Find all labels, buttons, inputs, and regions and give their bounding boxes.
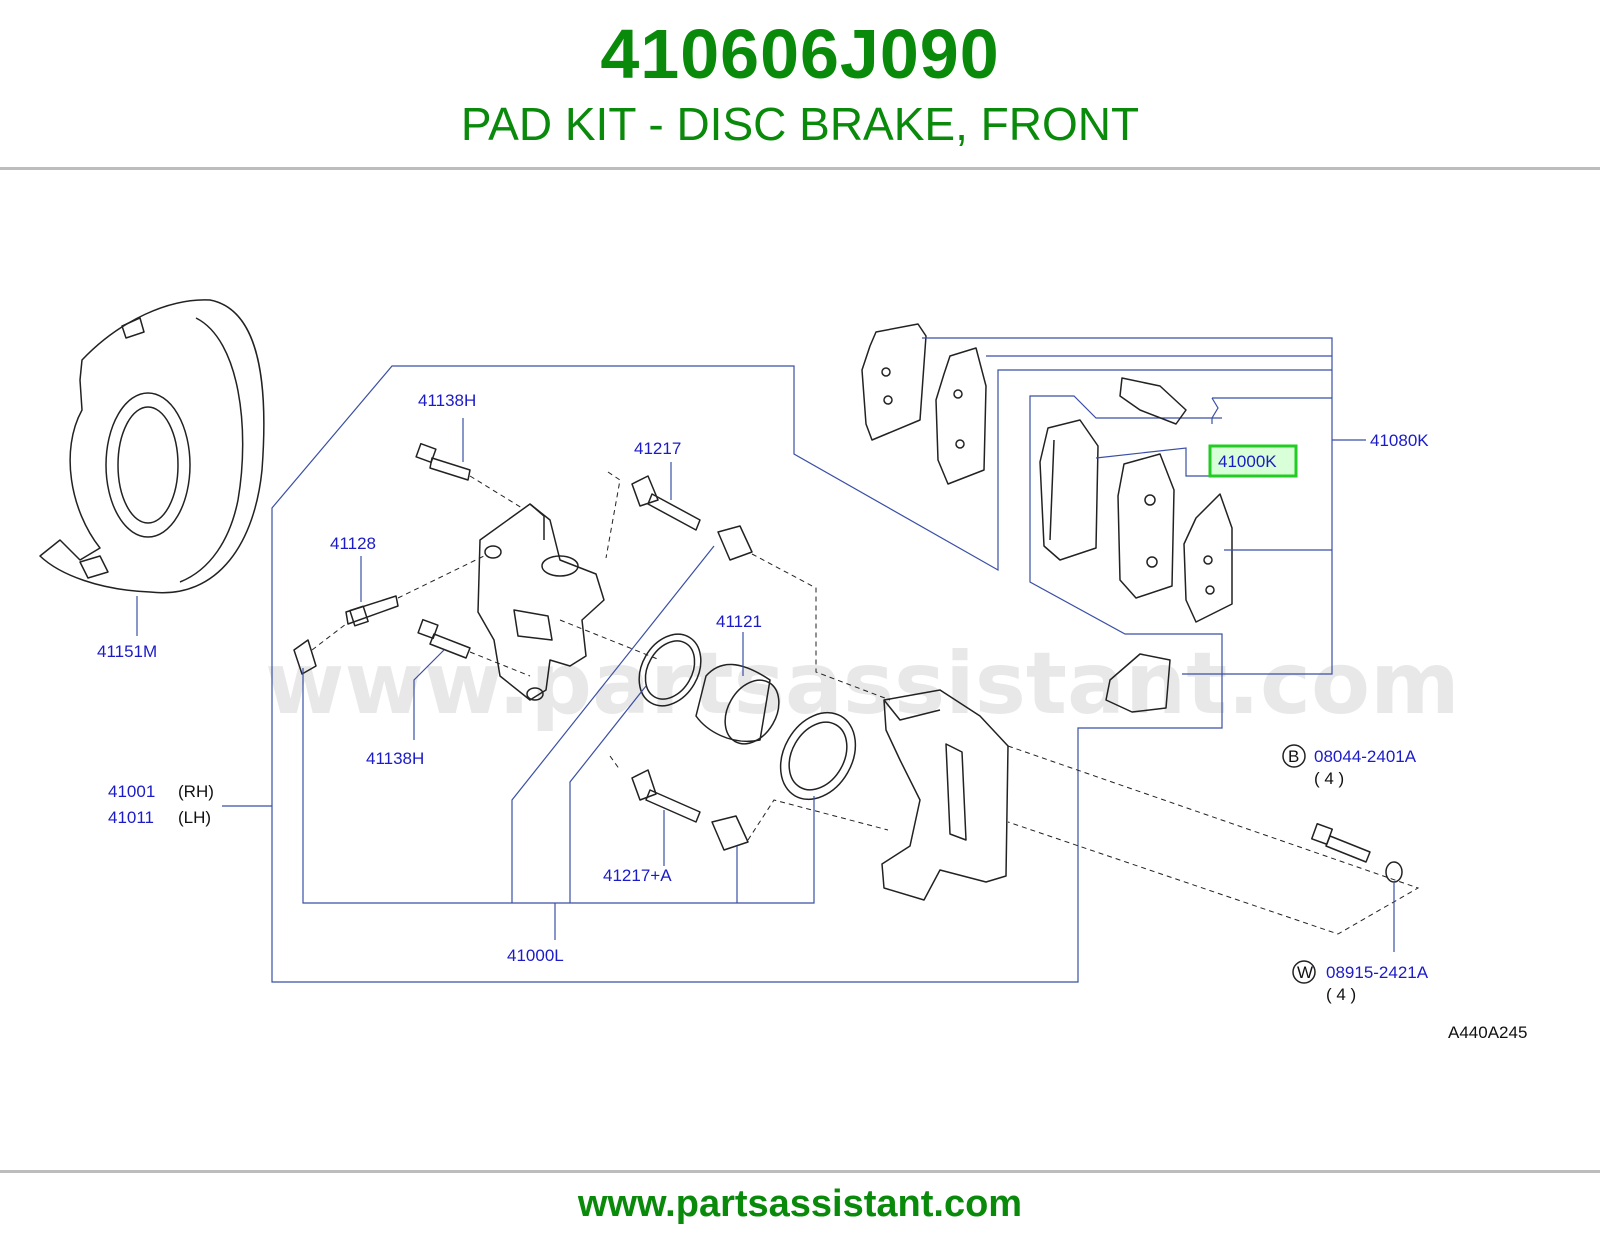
label-41128[interactable]: 41128	[330, 534, 376, 553]
label-41217[interactable]: 41217	[634, 439, 681, 458]
bolt-08044-drawing	[1310, 822, 1371, 863]
guide-pin-41217A-drawing	[631, 769, 701, 823]
bleeder-41128-drawing	[345, 595, 399, 627]
caliper-body-drawing	[477, 503, 605, 701]
bleeder-cap-drawing	[293, 639, 317, 675]
label-41000L[interactable]: 41000L	[507, 946, 564, 965]
washer-symbol-circle	[1292, 960, 1316, 984]
label-41000K[interactable]: 41000K	[1218, 452, 1277, 471]
footer-divider	[0, 1170, 1600, 1173]
label-08044-2401A[interactable]: 08044-2401A	[1314, 747, 1417, 766]
label-41080K[interactable]: 41080K	[1370, 431, 1429, 450]
label-41001-side: (RH)	[178, 782, 214, 801]
diagram-code: A440A245	[1448, 1023, 1527, 1042]
part-title: PAD KIT - DISC BRAKE, FRONT	[460, 98, 1140, 150]
bolt-symbol-circle	[1282, 744, 1306, 768]
washer-08915-drawing	[1385, 861, 1403, 883]
washer-symbol: W	[1297, 963, 1313, 982]
guide-pin-41217-drawing	[631, 475, 701, 531]
pad-clip-top-drawing	[1119, 377, 1187, 425]
label-41121[interactable]: 41121	[716, 612, 762, 631]
label-41151M[interactable]: 41151M	[97, 642, 157, 661]
piston-seal-drawing	[638, 633, 702, 707]
bolt-qty: ( 4 )	[1314, 769, 1344, 788]
washer-qty: ( 4 )	[1326, 985, 1356, 1004]
footer-url[interactable]: www.partsassistant.com	[577, 1183, 1023, 1225]
shim-outer-drawing	[861, 323, 927, 441]
shim-pad-drawing	[1183, 493, 1233, 623]
torque-member-drawing	[881, 689, 1009, 901]
pad-clip-bottom-drawing	[1105, 653, 1171, 713]
highlight-41000K[interactable]	[1208, 444, 1298, 478]
pad-inner-drawing	[1117, 453, 1175, 599]
label-41011-side: (LH)	[178, 808, 211, 827]
piston-drawing	[695, 663, 780, 745]
piston-boot-drawing	[779, 711, 857, 801]
label-41138H-bottom[interactable]: 41138H	[366, 749, 424, 768]
label-41001[interactable]: 41001	[108, 782, 155, 801]
bolt-41138H-bottom-drawing	[417, 618, 471, 659]
pad-outer-drawing	[1039, 419, 1099, 561]
shim-inner-drawing	[935, 347, 987, 485]
header: 410606J090 PAD KIT - DISC BRAKE, FRONT	[0, 0, 1600, 168]
label-41011[interactable]: 41011	[108, 808, 154, 827]
bolt-41138H-top-drawing	[415, 442, 471, 481]
header-divider	[0, 167, 1600, 170]
label-41217A[interactable]: 41217+A	[603, 866, 672, 885]
pin-boot-top-drawing	[717, 525, 753, 561]
label-08915-2421A[interactable]: 08915-2421A	[1326, 963, 1429, 982]
part-number: 410606J090	[600, 15, 1000, 93]
watermark: www.partsassistant.com	[265, 634, 1460, 734]
dust-shield-drawing	[39, 299, 265, 594]
bolt-symbol: B	[1288, 747, 1299, 766]
label-41138H-top[interactable]: 41138H	[418, 391, 476, 410]
pin-boot-bottom-drawing	[711, 815, 749, 851]
